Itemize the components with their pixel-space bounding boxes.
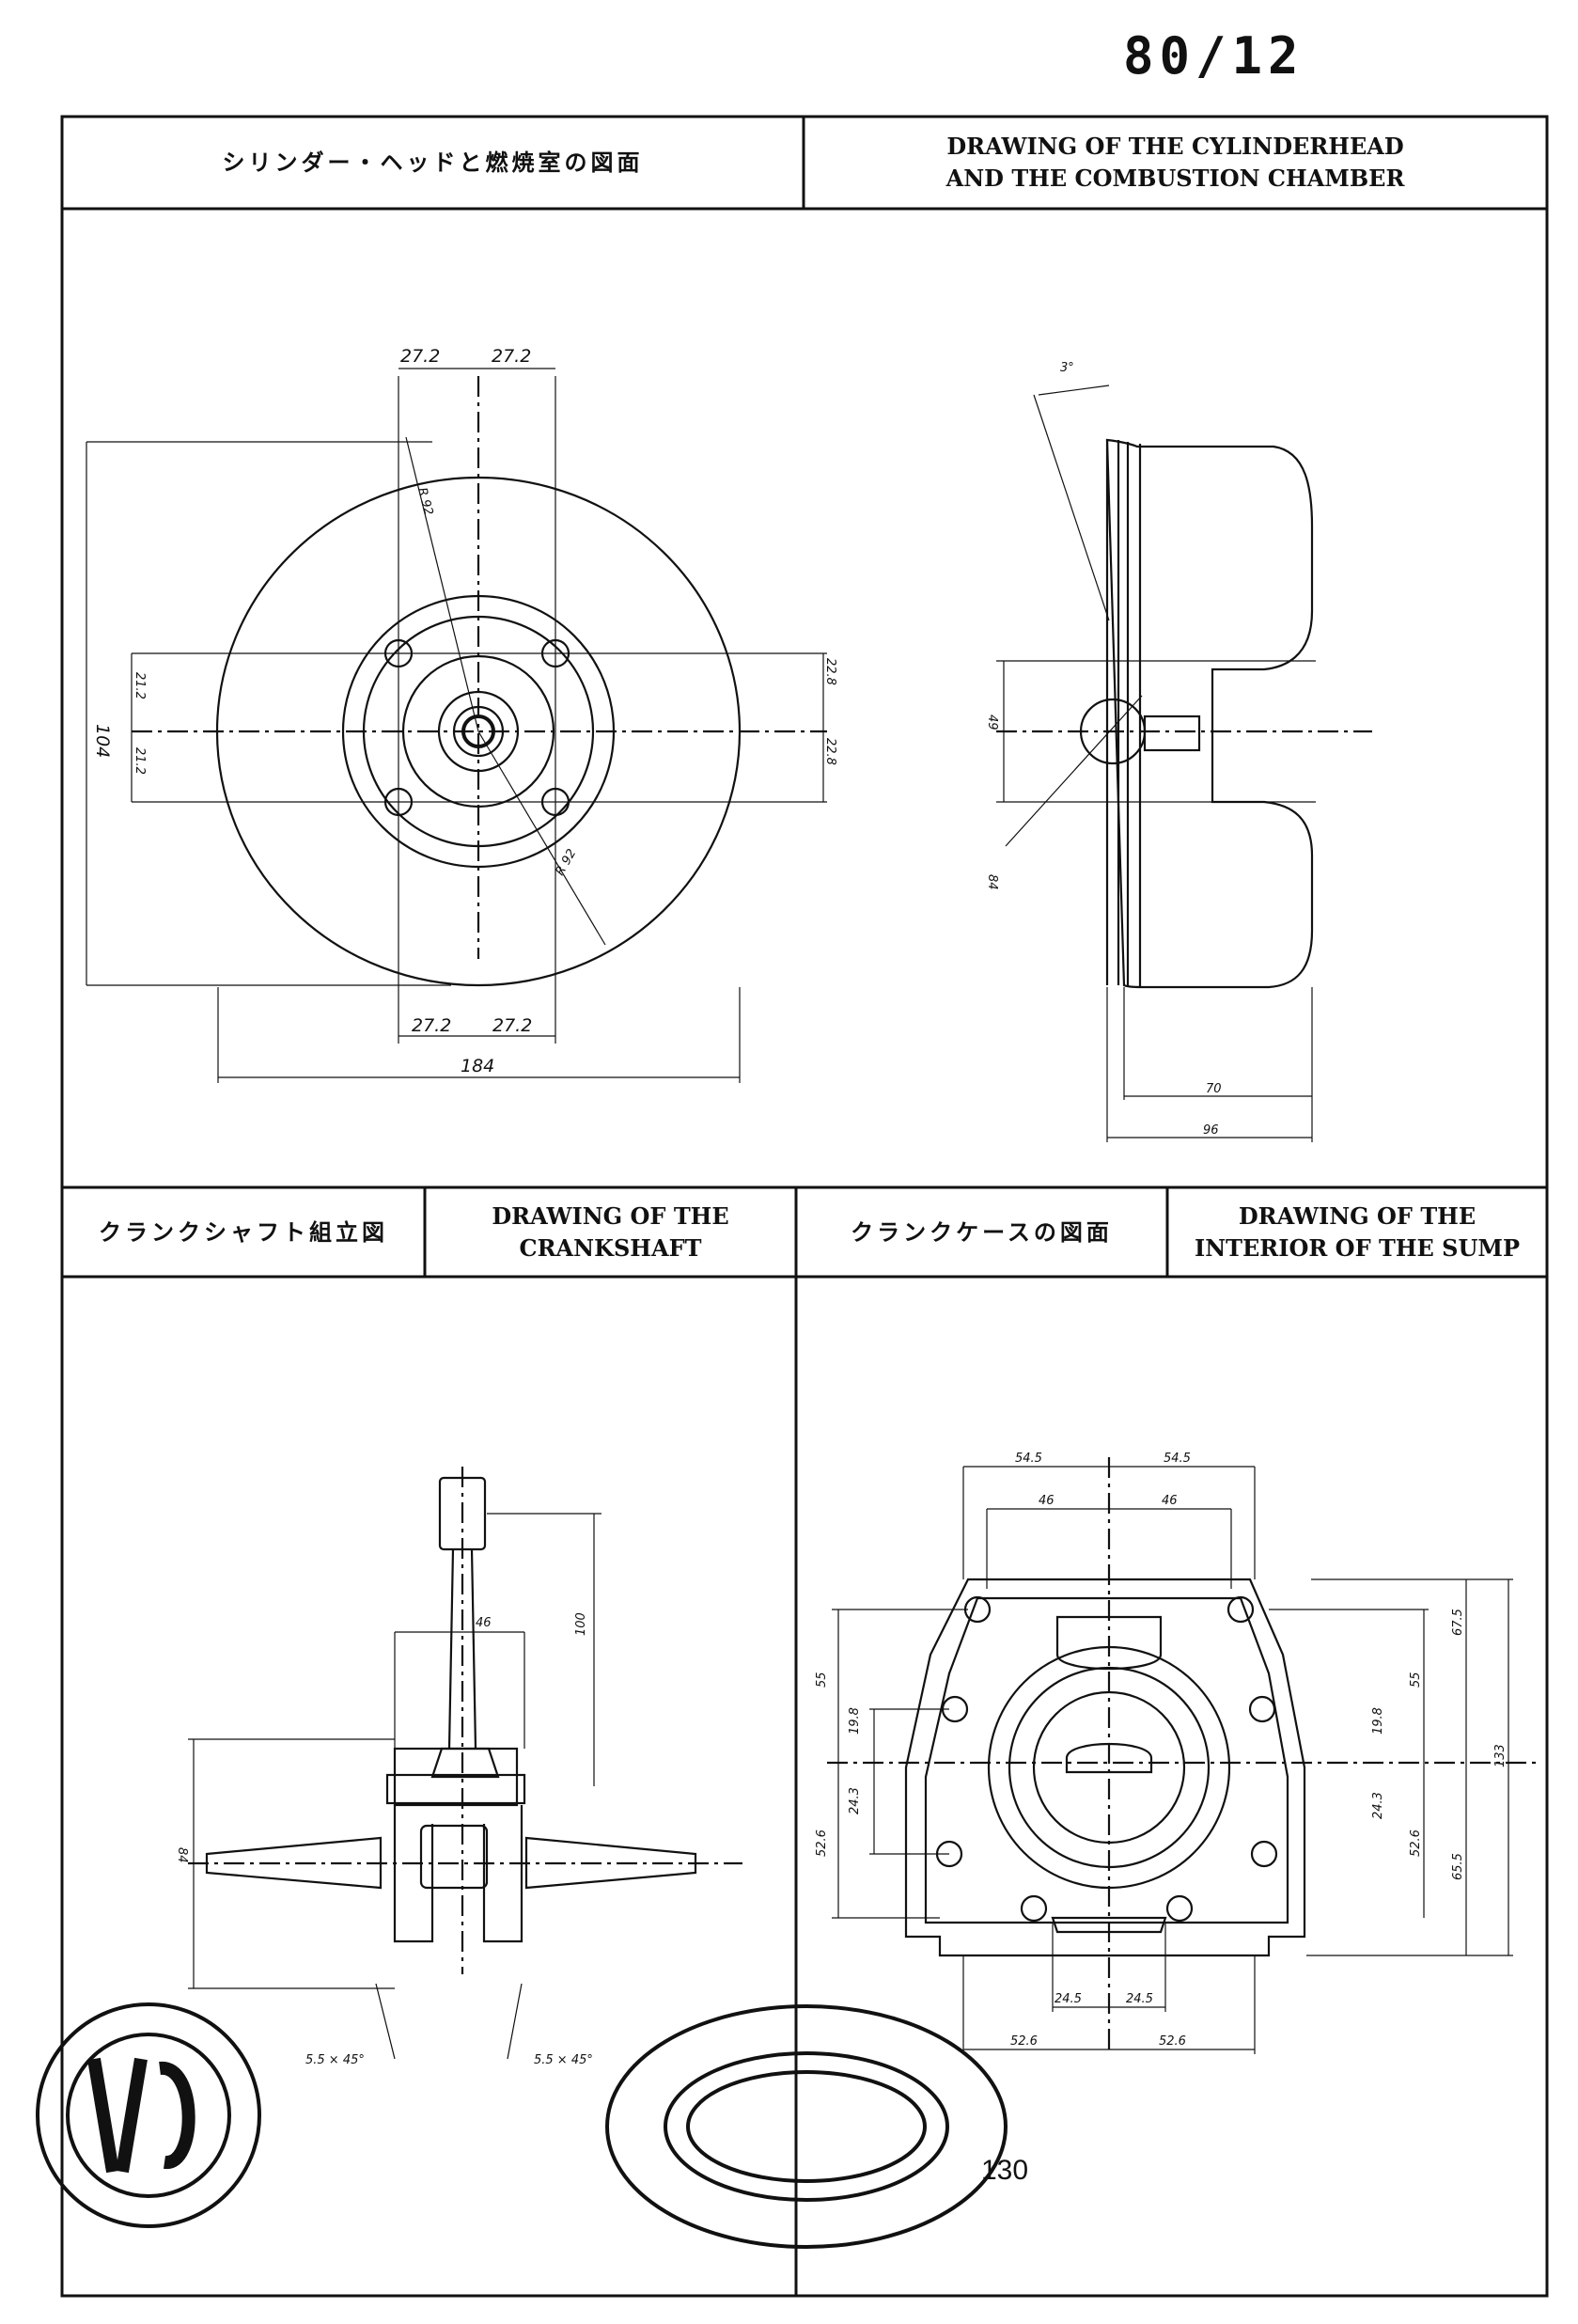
- title-en-sump: DRAWING OF THE INTERIOR OF THE SUMP: [1194, 1201, 1521, 1262]
- dim-text: 55: [1409, 1672, 1423, 1688]
- dim-text: 46: [476, 1616, 492, 1630]
- dim-text: 22.8: [823, 738, 837, 765]
- dim-text: R 92: [553, 847, 579, 878]
- dim-text: 46: [1162, 1494, 1178, 1508]
- dim-text: 100: [574, 1612, 588, 1636]
- dim-text: 5.5 × 45°: [534, 2053, 593, 2067]
- page-footer-number: 130: [981, 2155, 1029, 2186]
- dim-text: R 92: [414, 486, 435, 517]
- title-jp-cylinderhead: シリンダー・ヘッドと燃焼室の図面: [222, 149, 644, 176]
- dim-text: 70: [1206, 1082, 1222, 1096]
- dim-text: 52.6: [1409, 1829, 1423, 1857]
- dim-text: 3°: [1060, 361, 1074, 375]
- cylinder-head-front-view: [86, 368, 827, 1083]
- dim-text: 67.5: [1451, 1609, 1465, 1636]
- page-number: 80/12: [1123, 26, 1305, 86]
- dim-text: 27.2: [492, 1015, 532, 1036]
- crankshaft-drawing: [188, 1467, 742, 2060]
- title-jp-crankshaft: クランクシャフト組立図: [99, 1218, 388, 1246]
- dim-text: 184: [461, 1056, 494, 1076]
- dim-text: 24.5: [1126, 1992, 1153, 2006]
- dim-text: 49: [985, 714, 999, 730]
- dim-text: 21.2: [133, 747, 147, 775]
- cylinder-head-side-view: [996, 385, 1372, 1142]
- dim-text: 52.6: [815, 1829, 829, 1857]
- dim-text: 19.8: [1371, 1707, 1385, 1735]
- dim-text: 27.2: [412, 1015, 451, 1036]
- dim-text: 24.5: [1055, 1992, 1082, 2006]
- title-en-crankshaft: DRAWING OF THE CRANKSHAFT: [492, 1201, 729, 1262]
- dim-text: 133: [1493, 1744, 1508, 1767]
- title-jp-crankcase: クランクケースの図面: [851, 1218, 1113, 1246]
- dim-text: 52.6: [1159, 2034, 1186, 2049]
- dim-text: 5.5 × 45°: [305, 2053, 365, 2067]
- dim-text: 27.2: [400, 346, 440, 367]
- dim-text: 104: [92, 724, 113, 758]
- title-en-cylinderhead: DRAWING OF THE CYLINDERHEAD AND THE COMB…: [945, 133, 1405, 192]
- dim-text: 55: [815, 1672, 829, 1688]
- dim-text: 54.5: [1015, 1452, 1042, 1466]
- dim-text: 46: [1039, 1494, 1055, 1508]
- crankcase-drawing: [827, 1457, 1541, 2054]
- dim-text: 27.2: [492, 346, 531, 367]
- dim-text: 21.2: [133, 672, 147, 699]
- dim-text: 54.5: [1164, 1452, 1191, 1466]
- dim-text: 84: [175, 1847, 189, 1863]
- dim-text: 24.3: [1371, 1792, 1385, 1819]
- dim-text: 84: [985, 874, 999, 890]
- dim-text: 19.8: [848, 1707, 862, 1735]
- dim-text: 65.5: [1451, 1853, 1465, 1880]
- dim-text: 96: [1203, 1123, 1219, 1138]
- jaf-seal-stamp: [36, 2002, 261, 2228]
- dim-text: 52.6: [1010, 2034, 1038, 2049]
- dim-text: 22.8: [823, 658, 837, 685]
- fia-seal-stamp: [605, 2004, 1008, 2249]
- dim-text: 24.3: [848, 1787, 862, 1814]
